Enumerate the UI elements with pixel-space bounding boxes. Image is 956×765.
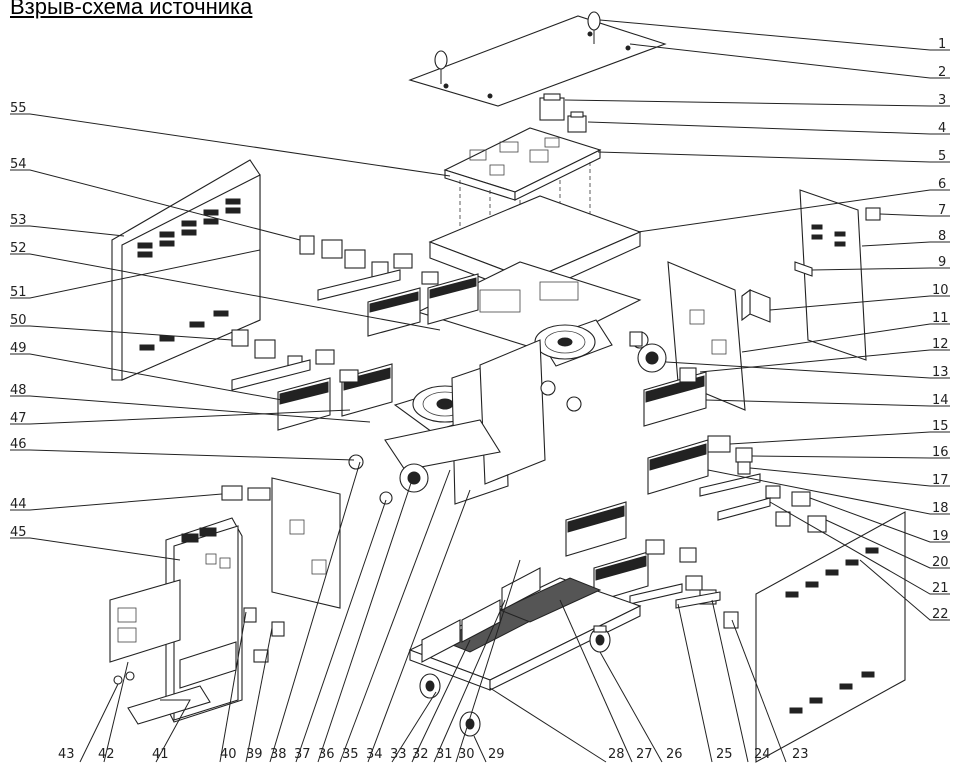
- right-side-panel: [741, 189, 881, 361]
- top-cover-plate: [408, 15, 667, 107]
- callout-label: 2: [938, 65, 946, 80]
- callout-label: 49: [10, 341, 27, 356]
- callout-label: 3: [938, 93, 946, 108]
- lifting-eye: [434, 11, 601, 84]
- left-side-panel: [111, 159, 261, 381]
- callout-label: 22: [932, 607, 949, 622]
- callout-label: 13: [932, 365, 949, 380]
- callout-label: 33: [390, 747, 407, 762]
- middle-partition-tray: [416, 195, 642, 351]
- pcb-small: [794, 261, 813, 277]
- callout-label: 4: [938, 121, 946, 136]
- electronic-components: [231, 235, 827, 629]
- front-panel: [109, 517, 243, 725]
- callout-label: 38: [270, 747, 287, 762]
- callout-label: 17: [932, 473, 949, 488]
- callout-label: 12: [932, 337, 949, 352]
- callout-label: 28: [608, 747, 625, 762]
- callout-label: 29: [488, 747, 505, 762]
- callout-label: 34: [366, 747, 383, 762]
- callout-label: 44: [10, 497, 27, 512]
- callout-label: 42: [98, 747, 115, 762]
- callout-label: 19: [932, 529, 949, 544]
- callout-label: 26: [666, 747, 683, 762]
- callout-label: 10: [932, 283, 949, 298]
- callout-label: 39: [246, 747, 263, 762]
- transformer: [539, 93, 587, 133]
- callout-label: 18: [932, 501, 949, 516]
- callout-label: 46: [10, 437, 27, 452]
- callout-label: 1: [938, 37, 946, 52]
- left-inner-panel: [271, 477, 341, 609]
- callout-label: 43: [58, 747, 75, 762]
- front-controls: [221, 485, 285, 663]
- callout-label: 37: [294, 747, 311, 762]
- callout-label: 5: [938, 149, 946, 164]
- callout-label: 45: [10, 525, 27, 540]
- callout-label: 53: [10, 213, 27, 228]
- callout-label: 15: [932, 419, 949, 434]
- callout-label: 41: [152, 747, 169, 762]
- caster-wheel: [419, 625, 611, 737]
- callout-label: 14: [932, 393, 949, 408]
- callout-label: 54: [10, 157, 27, 172]
- callout-label: 24: [754, 747, 771, 762]
- callout-label: 52: [10, 241, 27, 256]
- callout-label: 36: [318, 747, 335, 762]
- callout-label: 55: [10, 101, 27, 116]
- callout-label: 20: [932, 555, 949, 570]
- callout-label: 23: [792, 747, 809, 762]
- callout-label: 27: [636, 747, 653, 762]
- callout-label: 51: [10, 285, 27, 300]
- callout-label: 40: [220, 747, 237, 762]
- callout-label: 11: [932, 311, 949, 326]
- callout-label: 9: [938, 255, 946, 270]
- callout-label: 21: [932, 581, 949, 596]
- callout-label: 25: [716, 747, 733, 762]
- callout-label: 50: [10, 313, 27, 328]
- callout-labels-left: 44 45 46 47 48 49 50 51 52 53 54 55: [10, 101, 27, 540]
- callout-labels-right: 1 2 3 4 5 6 7 8 9 10 11 12 13 14 15 16 1…: [932, 37, 949, 622]
- callout-label: 8: [938, 229, 946, 244]
- right-side-cover: [755, 511, 906, 763]
- callout-label: 48: [10, 383, 27, 398]
- callout-label: 32: [412, 747, 429, 762]
- leader-lines: [10, 19, 950, 763]
- callout-label: 47: [10, 411, 27, 426]
- center-frame-panels: [384, 339, 546, 505]
- callout-label: 30: [458, 747, 475, 762]
- callout-label: 6: [938, 177, 946, 192]
- inductor-coil: [348, 343, 667, 505]
- callout-label: 35: [342, 747, 359, 762]
- callout-label: 31: [436, 747, 453, 762]
- callout-labels-bottom: 23 24 25 26 27 28 29 30 31 32 33 34 35 3…: [58, 747, 809, 762]
- callout-label: 7: [938, 203, 946, 218]
- panel-clip: [865, 207, 881, 221]
- callout-label: 16: [932, 445, 949, 460]
- diagram-title: Взрыв-схема источника: [10, 0, 253, 19]
